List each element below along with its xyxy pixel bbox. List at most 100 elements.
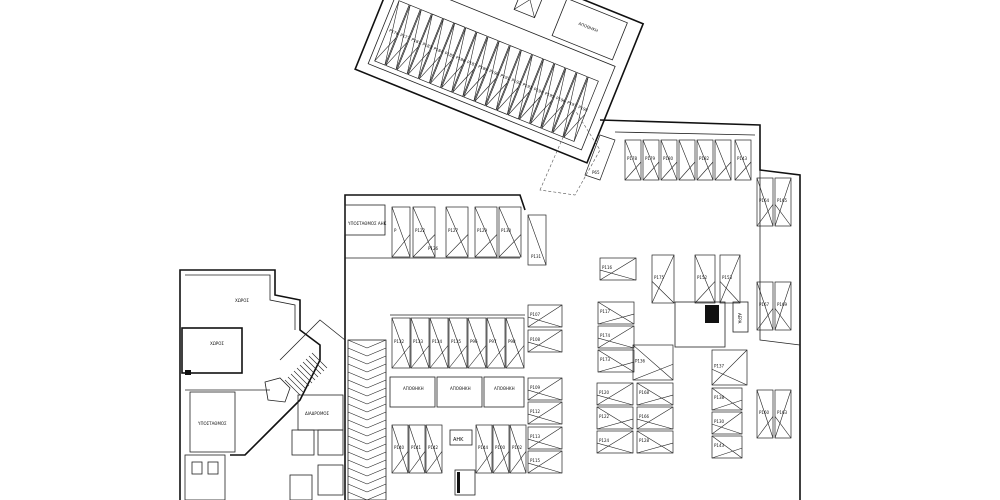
stall-label: P176 [388, 28, 400, 37]
stall-label: P169 [777, 302, 788, 307]
svg-text:ΥΠΟΣΤΑΘΜΟΣ ΑΗΚ: ΥΠΟΣΤΑΘΜΟΣ ΑΗΚ [347, 221, 387, 226]
parking-stall: P122 [596, 406, 634, 430]
parking-stall: P190 [474, 40, 510, 106]
stall-label: P122 [599, 414, 610, 419]
stall-label: P193 [522, 82, 534, 91]
parking-stall: P193 [507, 54, 544, 120]
stall-label: P194 [533, 86, 545, 95]
stall-label: P144 [478, 445, 489, 450]
stall-label: P98 [508, 339, 516, 344]
parking-stall: P152 [694, 254, 716, 304]
stall-p65: P65 [584, 134, 616, 181]
stall-label: P184 [433, 46, 445, 55]
stall-label: P108 [530, 337, 541, 342]
parking-stall: P167 [756, 281, 774, 331]
svg-text:ΥΠΟΣΤΑΘΜΟΣ: ΥΠΟΣΤΑΘΜΟΣ [197, 421, 227, 426]
stall-label: P191 [500, 73, 512, 82]
stall-label: P130 [501, 228, 512, 233]
parking-stall: P141 [408, 424, 426, 474]
parking-stall: P143 [734, 139, 752, 181]
parking-stall: P127 [445, 206, 469, 258]
parking-stall: P153 [719, 254, 741, 304]
stall-label: P120 [599, 390, 610, 395]
stall-label: P127 [448, 228, 459, 233]
parking-stall: P135 [448, 317, 468, 369]
stall-label: P195 [544, 91, 556, 100]
stall-label: P168 [639, 390, 650, 395]
stall-label: P97 [489, 339, 497, 344]
parking-stall: P173 [597, 349, 635, 373]
stall-label: P164 [759, 198, 770, 203]
stall-label: P117 [600, 309, 611, 314]
room-top-left [344, 204, 386, 236]
svg-text:ΑΠΟΘΗΚΗ: ΑΠΟΘΗΚΗ [403, 386, 424, 391]
stall-label: P115 [530, 458, 541, 463]
stall-label: P124 [599, 438, 610, 443]
parking-stall: P176 [374, 0, 410, 66]
stall-label: P160 [759, 410, 770, 415]
stall-label: P100 [495, 445, 506, 450]
stall-label: P192 [511, 77, 523, 86]
parking-stall: P128 [636, 430, 674, 454]
stall-label: P177 [399, 32, 411, 41]
stall-label: P140 [394, 445, 405, 450]
svg-text:P131: P131 [531, 254, 542, 259]
parking-stall: P97 [486, 317, 506, 369]
stall-label: P143 [737, 156, 748, 161]
left-building: ΧΩΡΟΣ ΧΩΡΟΣ ΥΠΟΣΤΑΘΜΟΣ [179, 269, 321, 500]
vehicle-ramp [347, 339, 387, 500]
stall-label: P128 [639, 438, 650, 443]
parking-stall: P136 [632, 344, 674, 381]
stall-p131: P131 [527, 214, 547, 266]
parking-stall: P197 [552, 72, 588, 138]
parking-stall: P143 [711, 435, 743, 459]
parking-stall: P133 [410, 317, 430, 369]
octagon-feature [264, 377, 291, 403]
parking-stall: P138 [711, 387, 743, 411]
svg-text:ΑΗΚ: ΑΗΚ [453, 437, 464, 443]
stall-label: P178 [627, 156, 638, 161]
stall-label: P142 [428, 445, 439, 450]
parking-stall: P186 [440, 27, 477, 93]
parking-stall: P195 [529, 63, 566, 129]
parking-stall: P160 [756, 389, 774, 439]
stall-label: P165 [777, 198, 788, 203]
stall-label: P141 [411, 445, 422, 450]
parking-stall: P130 [498, 206, 522, 258]
stall-label: P138 [714, 395, 725, 400]
parking-stall: P177 [385, 4, 421, 70]
stall-label: P197 [566, 100, 578, 109]
stair-core-east: ΑΕΡΑ [674, 301, 749, 348]
stall-label: P174 [600, 333, 611, 338]
stall-label: P126 [428, 246, 439, 251]
parking-stall: P178 [624, 139, 642, 181]
stall-label: P136 [635, 359, 646, 364]
parking-stall: P137 [711, 349, 748, 386]
parking-stall: P102 [509, 424, 527, 474]
parking-stall: P129 [474, 206, 498, 258]
parking-stall: P182 [696, 139, 714, 181]
stall-label: P113 [530, 434, 541, 439]
stall-label: P133 [413, 339, 424, 344]
stall-label: P179 [645, 156, 656, 161]
parking-stall: P196 [541, 67, 577, 133]
parking-stall: P124 [596, 430, 634, 454]
stall-label: P181 [411, 37, 423, 46]
parking-stall: P189 [463, 36, 499, 102]
ramp-transition [539, 109, 601, 196]
parking-stall: P113 [527, 426, 563, 450]
stall-label: P183 [422, 41, 434, 50]
parking-stall: P109 [527, 377, 563, 401]
stall-label: P143 [714, 443, 725, 448]
parking-stall: P169 [774, 281, 792, 331]
parking-stall: P100 [492, 424, 510, 474]
stall-label: P198 [577, 104, 589, 113]
parking-stall: P122 [412, 206, 436, 258]
parking-stall: P185 [429, 22, 466, 88]
stall-label: P196 [555, 95, 567, 104]
parking-stall: P140 [391, 424, 409, 474]
svg-text:P65: P65 [592, 170, 600, 175]
parking-stall: P130 [711, 411, 743, 435]
svg-text:ΑΕΡΑ: ΑΕΡΑ [737, 313, 742, 324]
parking-stall: P116 [599, 257, 637, 281]
